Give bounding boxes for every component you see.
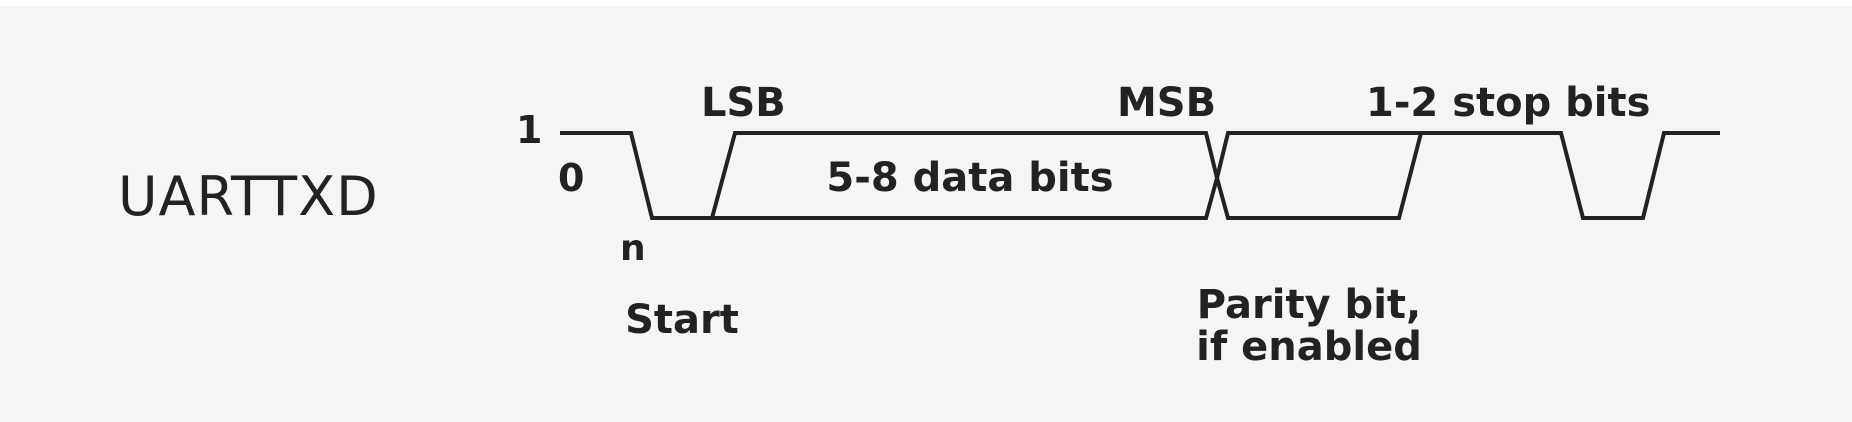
- waveform-data-frame-bottom: [712, 132, 1423, 220]
- parity-label-line2: if enabled: [1196, 324, 1422, 370]
- n-label: n: [620, 228, 646, 269]
- level-high-label: 1: [516, 108, 542, 152]
- waveform-data-frame-top: [710, 131, 1421, 219]
- waveform-stop-and-next-start: [1421, 131, 1720, 220]
- parity-label-line1: Parity bit,: [1197, 282, 1421, 328]
- start-label: Start: [625, 297, 739, 343]
- level-low-label: 0: [558, 156, 584, 200]
- lsb-label: LSB: [701, 80, 786, 126]
- waveform-high-rail: [560, 131, 712, 220]
- msb-label: MSB: [1117, 80, 1216, 126]
- stop-bits-label: 1-2 stop bits: [1366, 80, 1650, 126]
- data-bits-label: 5-8 data bits: [826, 155, 1113, 201]
- signal-name-label: UARTTXD: [118, 165, 379, 228]
- diagram-background: [0, 6, 1852, 422]
